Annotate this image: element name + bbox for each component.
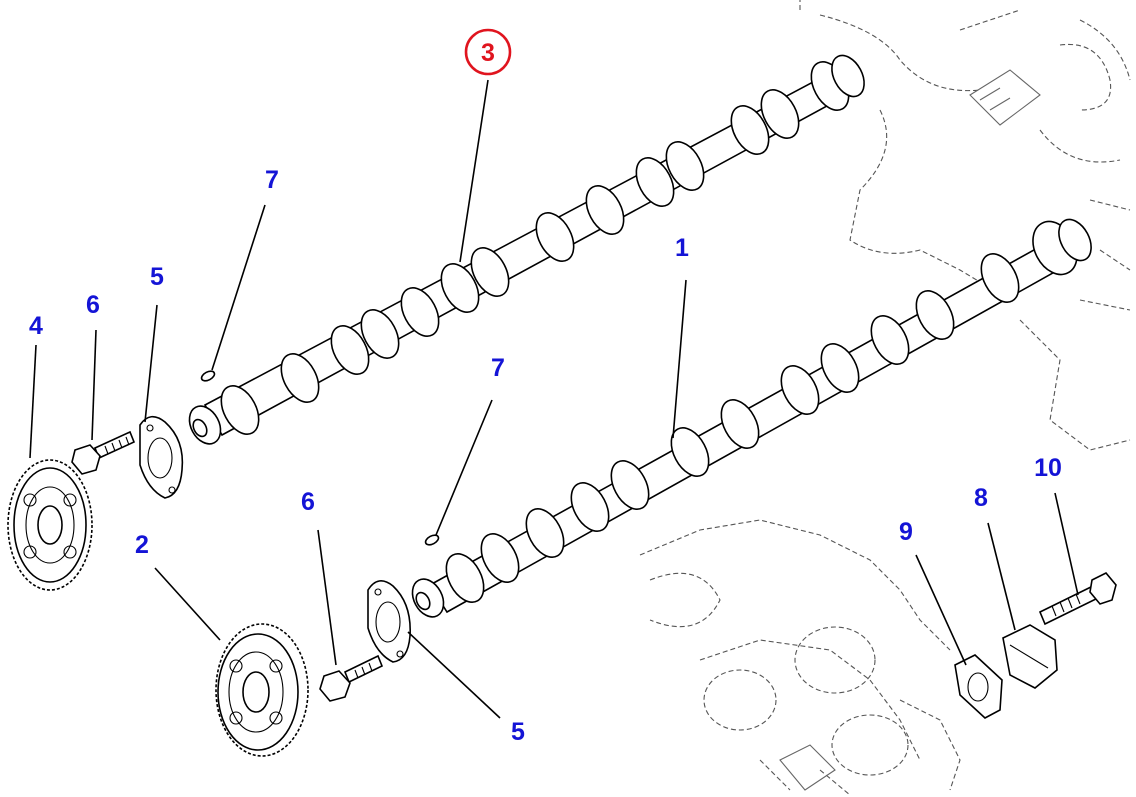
callout-4: 4: [29, 312, 43, 340]
callout-6-lower: 6: [301, 488, 315, 516]
gasket-lower: [367, 580, 411, 663]
cover-bolt: [1038, 572, 1117, 626]
callout-3: 3: [481, 39, 495, 67]
camshaft-lower-lobes: [445, 218, 1092, 603]
camshaft-upper: [188, 54, 865, 445]
callout-7-lower: 7: [491, 354, 505, 382]
gear-bolt-lower: [319, 654, 384, 702]
callout-10: 10: [1034, 454, 1062, 482]
camshaft-lower: [411, 218, 1092, 618]
callout-9: 9: [899, 518, 913, 546]
key-upper: [200, 370, 216, 382]
callout-5-upper: 5: [150, 263, 164, 291]
leader-lines: [29, 79, 1079, 719]
engine-block-background: [639, 0, 1131, 796]
key-lower: [424, 534, 440, 546]
callout-7-upper: 7: [265, 166, 279, 194]
callout-3-highlight-ring: [464, 28, 512, 76]
callout-6-upper: 6: [86, 291, 100, 319]
callout-5-lower: 5: [511, 718, 525, 746]
callout-8: 8: [974, 484, 988, 512]
camshaft-gear-upper: [7, 459, 93, 591]
gasket-upper: [139, 415, 184, 499]
gear-bolt-upper: [71, 430, 136, 475]
callout-labels: 3 1 7 7 4 6 5 2 6 5 9 8 10: [29, 39, 1062, 746]
callout-2: 2: [135, 531, 149, 559]
callout-1: 1: [675, 234, 689, 262]
camshaft-gear-lower: [215, 623, 309, 757]
camshaft-upper-lobes: [220, 54, 865, 435]
end-cover: [1002, 624, 1058, 689]
cover-gasket: [954, 654, 1003, 719]
